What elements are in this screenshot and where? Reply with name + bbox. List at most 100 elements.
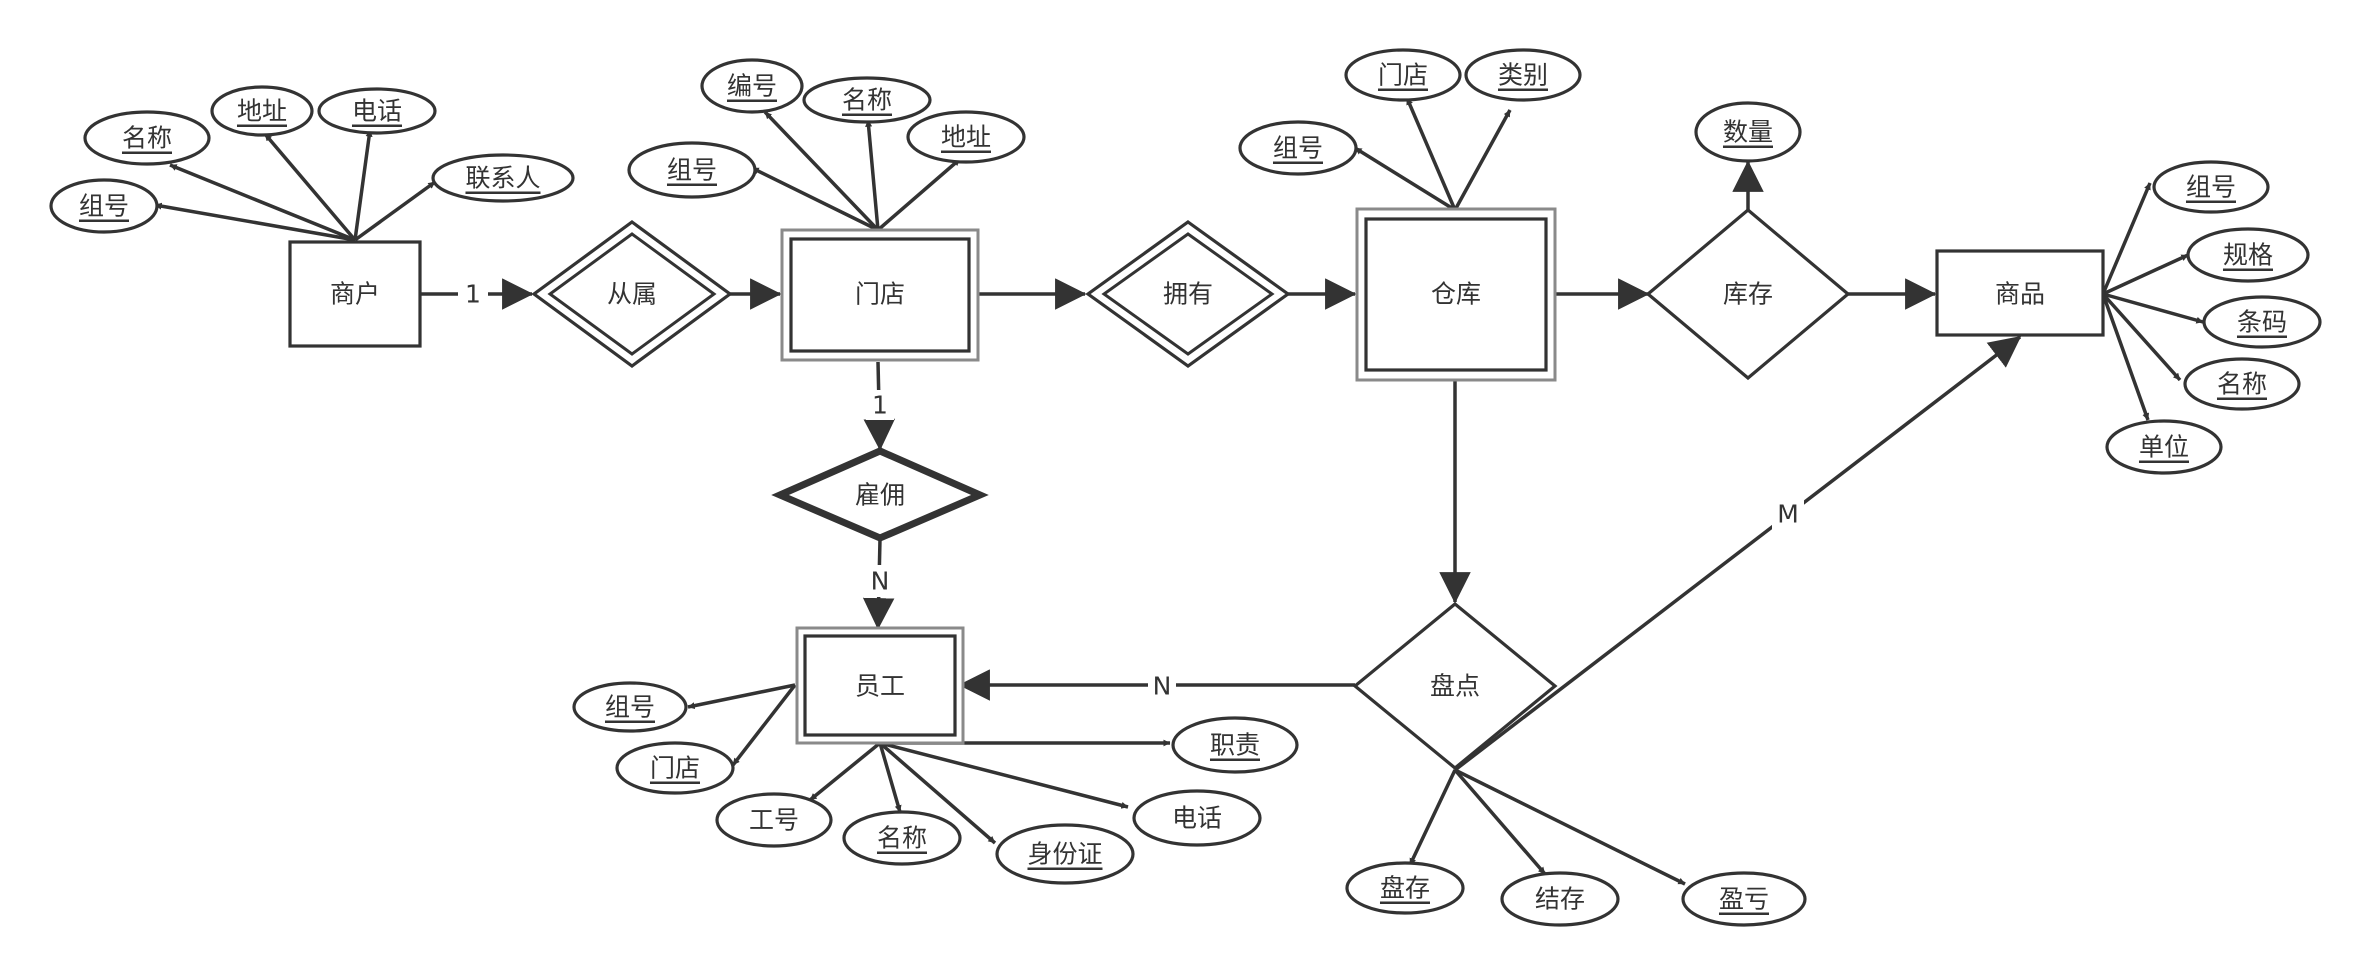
attribute-store-id[interactable]: 编号	[700, 58, 804, 114]
edge-inventory-goods	[1453, 335, 2022, 772]
cardinality-inventory-goods: M	[1777, 500, 1799, 529]
cardinality-labels: 1 1 N N M	[458, 280, 1804, 701]
attribute-employee-id-card[interactable]: 身份证	[995, 823, 1135, 885]
edge-attr	[865, 119, 880, 231]
attribute-store-address-label: 地址	[941, 123, 991, 152]
attribute-goods-barcode[interactable]: 条码	[2202, 295, 2322, 349]
edge-attr	[1354, 146, 1456, 212]
attribute-employee-name-label: 名称	[877, 824, 927, 853]
relationship-employ-label: 雇佣	[855, 481, 905, 510]
edge-attr	[2101, 292, 2182, 382]
relationship-inventory-label: 盘点	[1430, 672, 1480, 701]
attribute-goods-unit-label: 单位	[2139, 433, 2189, 462]
edge-attr	[763, 110, 880, 232]
cardinality-employ-employee: N	[871, 567, 890, 596]
attribute-store-address[interactable]: 地址	[906, 110, 1026, 164]
attribute-store-name-label: 名称	[842, 86, 892, 115]
attribute-merchant-phone[interactable]: 电话	[317, 87, 437, 135]
attribute-goods-group-label: 组号	[2186, 173, 2236, 202]
entity-warehouse-label: 仓库	[1431, 280, 1481, 309]
attribute-goods-name-label: 名称	[2217, 370, 2267, 399]
attribute-store-id-label: 编号	[727, 72, 777, 101]
edge-attr	[2102, 253, 2189, 296]
entity-merchant[interactable]: 商户	[288, 240, 422, 348]
attribute-employee-store[interactable]: 门店	[615, 741, 735, 795]
edge-attr	[1454, 768, 1686, 886]
attribute-inventory-count[interactable]: 盘存	[1345, 861, 1465, 915]
edge-attr	[876, 157, 962, 232]
attribute-employee-phone-label: 电话	[1172, 804, 1222, 833]
relationship-owns-label: 拥有	[1163, 280, 1213, 309]
attribute-inventory-profit-loss-label: 盈亏	[1719, 885, 1769, 914]
attribute-store-group[interactable]: 组号	[627, 141, 757, 199]
entity-warehouse[interactable]: 仓库	[1355, 207, 1557, 382]
relationship-belongs-label: 从属	[607, 280, 657, 309]
attribute-goods-barcode-label: 条码	[2237, 308, 2287, 337]
edge-attr	[751, 166, 879, 232]
attribute-merchant-group[interactable]: 组号	[49, 178, 159, 234]
attribute-goods-spec-label: 规格	[2223, 241, 2273, 270]
edge-attr	[353, 129, 373, 241]
entity-goods[interactable]: 商品	[1935, 249, 2105, 337]
attribute-merchant-address[interactable]: 地址	[210, 85, 314, 137]
attribute-warehouse-store-label: 门店	[1378, 61, 1428, 90]
attribute-merchant-address-label: 地址	[237, 97, 287, 126]
entity-store[interactable]: 门店	[780, 228, 980, 362]
attribute-employee-id-card-label: 身份证	[1027, 840, 1102, 869]
edge-attr	[154, 202, 356, 242]
relationship-stock[interactable]: 库存	[1645, 207, 1851, 381]
edge-attr	[731, 683, 797, 767]
attribute-goods-spec[interactable]: 规格	[2186, 227, 2310, 283]
relationship-inventory[interactable]: 盘点	[1352, 601, 1558, 771]
edge-attr	[879, 741, 1129, 809]
attribute-goods-name[interactable]: 名称	[2183, 357, 2301, 411]
edge-attr	[169, 163, 356, 242]
attribute-inventory-balance[interactable]: 结存	[1500, 871, 1620, 927]
entity-employee-label: 员工	[855, 672, 905, 701]
attribute-goods-group[interactable]: 组号	[2152, 160, 2270, 214]
relationship-stock-label: 库存	[1723, 280, 1773, 309]
attribute-merchant-name-label: 名称	[122, 124, 172, 153]
attribute-merchant-phone-label: 电话	[352, 97, 402, 126]
cardinality-store-employ: 1	[872, 391, 888, 420]
edge-attr	[2101, 182, 2152, 295]
attribute-employee-store-label: 门店	[650, 754, 700, 783]
edge-attr	[263, 132, 357, 242]
cardinality-inventory-employee: N	[1153, 672, 1172, 701]
attribute-merchant-group-label: 组号	[79, 192, 129, 221]
attribute-goods-unit[interactable]: 单位	[2105, 419, 2223, 475]
edge-attr	[1453, 768, 1547, 876]
relationship-owns[interactable]: 拥有	[1085, 220, 1291, 368]
edge-attr	[687, 683, 796, 710]
relationship-belongs[interactable]: 从属	[531, 220, 733, 368]
attribute-store-group-label: 组号	[667, 156, 717, 185]
attribute-stock-quantity-label: 数量	[1723, 118, 1773, 147]
attribute-merchant-contact[interactable]: 联系人	[431, 153, 575, 203]
attribute-employee-phone[interactable]: 电话	[1132, 789, 1262, 847]
attribute-store-name[interactable]: 名称	[802, 76, 932, 124]
attribute-warehouse-store[interactable]: 门店	[1344, 48, 1462, 102]
attribute-merchant-name[interactable]: 名称	[83, 110, 211, 166]
entity-goods-label: 商品	[1995, 280, 2045, 309]
edge-attr	[878, 742, 902, 813]
attribute-inventory-profit-loss[interactable]: 盈亏	[1681, 871, 1807, 927]
relationship-employ[interactable]: 雇佣	[771, 447, 989, 542]
attribute-warehouse-group-label: 组号	[1273, 134, 1323, 163]
edge-attr	[353, 180, 437, 242]
attribute-employee-number-label: 工号	[749, 806, 799, 835]
cardinality-merchant-belongs: 1	[465, 280, 481, 309]
edge-attr	[878, 741, 997, 845]
attribute-employee-name[interactable]: 名称	[842, 810, 962, 866]
edge-attr	[808, 741, 882, 802]
attribute-warehouse-category[interactable]: 类别	[1464, 48, 1582, 102]
attribute-employee-duty[interactable]: 职责	[1171, 716, 1299, 774]
edge-attr	[2102, 292, 2204, 324]
attribute-warehouse-group[interactable]: 组号	[1238, 120, 1358, 176]
attribute-employee-group[interactable]: 组号	[572, 681, 688, 733]
entity-store-label: 门店	[855, 280, 905, 309]
entity-employee[interactable]: 员工	[795, 626, 965, 745]
entity-merchant-label: 商户	[330, 280, 380, 309]
attribute-employee-number[interactable]: 工号	[715, 792, 833, 848]
attribute-stock-quantity[interactable]: 数量	[1694, 101, 1802, 163]
